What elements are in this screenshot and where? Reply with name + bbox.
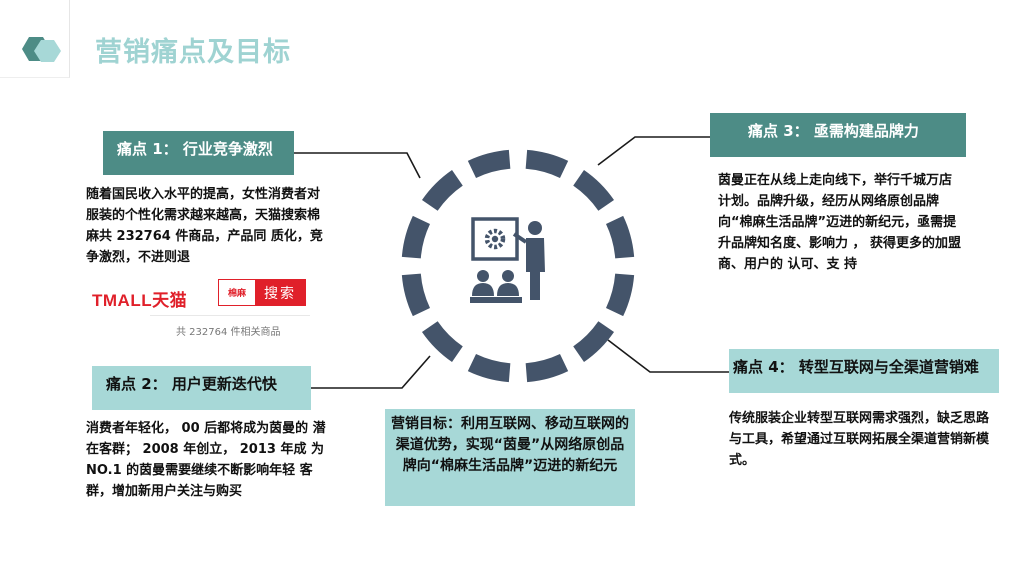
pain-point-1-tag: 痛点 1： 行业竞争激烈 — [103, 131, 294, 175]
ring-segment — [411, 274, 421, 312]
tmall-result-count: 共 232764 件相关商品 — [176, 323, 281, 338]
ring-segment — [472, 159, 510, 169]
ring-segment — [579, 327, 607, 355]
ring-segment — [430, 327, 458, 355]
tmall-divider — [150, 315, 310, 316]
pain-point-3-text: 茵曼正在从线上走向线下，举行千城万店计划。品牌升级，经历从网络原创品牌向“棉麻生… — [718, 170, 964, 275]
connector-lines — [294, 137, 732, 388]
ring-segment — [579, 178, 607, 206]
pain-point-2-text: 消费者年轻化， 00 后都将成为茵曼的 潜在客群； 2008 年创立， 2013… — [86, 418, 332, 502]
connector-line-2 — [311, 356, 430, 388]
pain-point-4-tag: 痛点 4： 转型互联网与全渠道营销难 — [729, 349, 999, 393]
ring-segment — [430, 178, 458, 206]
pain-point-3-tag: 痛点 3： 亟需构建品牌力 — [710, 113, 966, 157]
pain-point-4-text: 传统服装企业转型互联网需求强烈，缺乏思路与工具，希望通过互联网拓展全渠道营销新模… — [729, 408, 991, 471]
connector-line-3 — [598, 137, 713, 165]
tmall-logo: TMALL天猫 — [92, 286, 187, 311]
connector-line-1 — [294, 153, 420, 178]
pain-point-1-text: 随着国民收入水平的提高，女性消费者对服装的个性化需求越来越高，天猫搜索棉麻共 2… — [86, 184, 330, 268]
ring-segment — [526, 159, 564, 169]
tmall-search-query: 棉麻 — [219, 280, 255, 305]
ring-segment — [615, 274, 625, 312]
ring-segment — [472, 363, 510, 373]
presentation-gear-icon — [470, 219, 545, 303]
pain-point-2-tag: 痛点 2： 用户更新迭代快 — [92, 366, 311, 410]
connector-line-4 — [608, 340, 732, 372]
tmall-search-button: 搜索 — [255, 280, 305, 305]
ring-segment — [615, 220, 625, 258]
ring-segment — [526, 363, 564, 373]
marketing-goal-box: 营销目标：利用互联网、移动互联网的渠道优势，实现“茵曼”从网络原创品牌向“棉麻生… — [385, 409, 635, 506]
tmall-search-box: 棉麻 搜索 — [218, 279, 306, 306]
ring-segment — [411, 220, 421, 258]
ring-segments — [411, 159, 624, 372]
